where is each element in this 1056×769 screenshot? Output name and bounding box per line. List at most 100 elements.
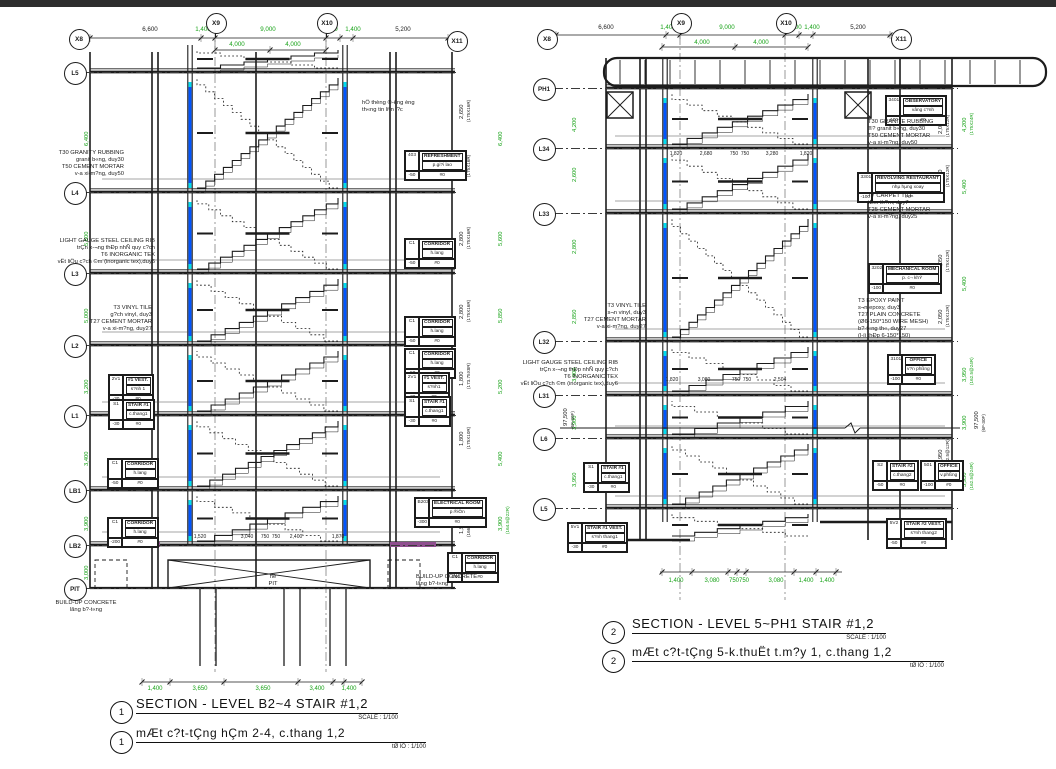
drawing-2-grid-dimension: 5,200 bbox=[850, 24, 866, 31]
drawing-1-highlighted-wall bbox=[343, 206, 347, 265]
drawing-2-level-bubble-L32: L32 bbox=[532, 330, 556, 354]
drawing-2-highlight-cap bbox=[813, 448, 817, 453]
note-line: trÇn x-¬ng thÐp nhÑ quy c?ch bbox=[76, 245, 155, 252]
room-name-en: OFFICE bbox=[904, 356, 933, 366]
room-tag-cell: -100 bbox=[858, 193, 872, 202]
drawing-1-highlight-cap bbox=[343, 406, 347, 411]
drawing-2-stair-stringer bbox=[672, 159, 809, 215]
room-tag-cell: -100 bbox=[921, 481, 935, 490]
note-line: LIGHT GAUGE STEEL CEILING RIB bbox=[522, 360, 618, 366]
drawing-2-level-line bbox=[554, 341, 958, 342]
drawing-2-level-bubble-L6: L6 bbox=[532, 427, 556, 451]
drawing-1-level-bubble-LB2: LB2 bbox=[63, 534, 87, 558]
drawing-2-vertical-dimension: 5,400 bbox=[962, 179, 968, 194]
room-tag-cell: #0 bbox=[902, 375, 935, 384]
drawing-1-vertical-dimension: 3,400 bbox=[84, 451, 90, 466]
room-name-en: STAIR #1 VEST. bbox=[584, 524, 625, 534]
drawing-1-level-line bbox=[85, 192, 456, 193]
drawing-1-highlighted-wall bbox=[188, 504, 192, 537]
room-tag-cell: -50 bbox=[887, 539, 901, 548]
drawing-2-highlight-cap bbox=[663, 386, 667, 391]
room-tag-cell: -30 bbox=[109, 420, 123, 429]
drawing-2-dimension-text: 3,080 bbox=[768, 578, 784, 584]
note-line: LIGHT GAUGE STEEL CEILING RIB bbox=[59, 238, 155, 244]
room-name-vn: s?nh 1 bbox=[125, 385, 151, 394]
room-tag-cell: 3401 bbox=[886, 96, 900, 117]
drawing-2-vertical-dimension-note: (175X12R) bbox=[945, 249, 950, 272]
room-name-vn: p. c¬ khÝ bbox=[885, 274, 939, 283]
note-line: T27 CEMENT MORTAR bbox=[89, 319, 152, 326]
room-tag-cell: #0 bbox=[122, 479, 159, 488]
view-scale-vn: tØ lÖ : 1/100 bbox=[391, 744, 426, 750]
drawing-2-dimension-text: 1,820 bbox=[669, 151, 683, 157]
drawing-1-vertical-dimension: 3,900 bbox=[84, 516, 90, 531]
drawing-1-dimension-text: 750 bbox=[271, 534, 281, 540]
drawing-2-stair-flight-hidden bbox=[671, 154, 808, 210]
drawing-1-dashed-outline bbox=[387, 559, 421, 589]
room-name-vn: h.lang bbox=[464, 563, 496, 572]
drawing-2-vertical-dimension-note: (162.5@24R) bbox=[969, 357, 974, 385]
drawing-2-level-line bbox=[554, 88, 958, 89]
drawing-2-dimension-text: 2,504 bbox=[773, 377, 787, 383]
drawing-2-grid-bubble-X8: X8 bbox=[536, 28, 558, 50]
room-tag-cell: -200 bbox=[108, 538, 122, 547]
drawing-2-level-line bbox=[554, 148, 958, 149]
drawing-2-highlighted-wall bbox=[663, 409, 667, 430]
room-name-en: CORRIDOR bbox=[124, 460, 156, 470]
room-tag-cell: #0 bbox=[419, 337, 456, 346]
room-tag-cell: -30 bbox=[405, 417, 419, 426]
drawing-1-grid-bubble-stem bbox=[326, 31, 327, 38]
room-tag-cell: -50 bbox=[873, 481, 887, 490]
drawing-2-highlight-cap bbox=[813, 499, 817, 504]
view-title-vn: mÆt c?t-tÇng 5-k.thuËt t.m?y 1, c.thang … bbox=[632, 645, 944, 662]
drawing-2-vertical-dimension: 4,200 bbox=[572, 117, 578, 132]
room-name-vn: v?n phßng bbox=[904, 365, 933, 374]
drawing-1-grid-dimension: 1,400 bbox=[195, 26, 211, 33]
drawing-1-vertical-dimension: 2,800 bbox=[459, 231, 465, 246]
note-line: PIT bbox=[268, 581, 278, 588]
room-name-en: CORRIDOR bbox=[421, 318, 453, 328]
drawing-1-highlighted-wall bbox=[188, 287, 192, 337]
drawing-1-level-line bbox=[85, 588, 456, 589]
drawing-1-highlight-cap bbox=[343, 82, 347, 87]
drawing-2-stair-flight-hidden bbox=[671, 94, 808, 145]
drawing-1-highlight-cap bbox=[188, 355, 192, 360]
drawing-1-highlight-cap bbox=[343, 536, 347, 541]
room-name-vn: nhµ hµng xoay bbox=[874, 183, 942, 192]
room-tag-cell: -100 bbox=[888, 375, 902, 384]
drawing-1-dimension-text: 2,400 bbox=[289, 534, 303, 540]
room-tag-cell: -200 bbox=[448, 573, 462, 582]
drawing-2-highlighted-wall bbox=[663, 227, 667, 333]
drawing-2-grid-dimension: 1,400 bbox=[660, 24, 676, 31]
note-line: granit b«ng, duy30 bbox=[75, 157, 124, 164]
room-tag-cell: -300 bbox=[415, 518, 429, 527]
drawing-1-vertical-dimension: 6,400 bbox=[84, 131, 90, 146]
room-tag-cell: C1 bbox=[405, 317, 419, 338]
drawing-2-highlight-cap bbox=[663, 499, 667, 504]
note-line: vËt liÖu c?ch ©m (inorganic tex),duy6 bbox=[520, 381, 618, 388]
note-line: vËt liÖu c?ch ©m (inorganic tex),duy6 bbox=[57, 259, 155, 266]
note-line: T6 INORGANIC TEX bbox=[100, 252, 155, 259]
room-name-en: REFRESHMENT bbox=[421, 152, 464, 162]
room-name-en: MECHANICAL ROOM bbox=[885, 265, 939, 275]
drawing-2-highlight-cap bbox=[663, 98, 667, 103]
drawing-2-level-line bbox=[554, 395, 958, 396]
note-line: T3 VINYL TILE bbox=[113, 305, 152, 311]
drawing-2-grid-dimension: 1,400 bbox=[804, 24, 820, 31]
drawing-1-dashed-outline bbox=[94, 559, 128, 589]
drawing-1-highlighted-wall bbox=[188, 206, 192, 265]
note-line: BUILD-UP CONCRETE bbox=[55, 600, 117, 606]
note-line: T25 CEMENT MORTAR bbox=[868, 207, 931, 214]
